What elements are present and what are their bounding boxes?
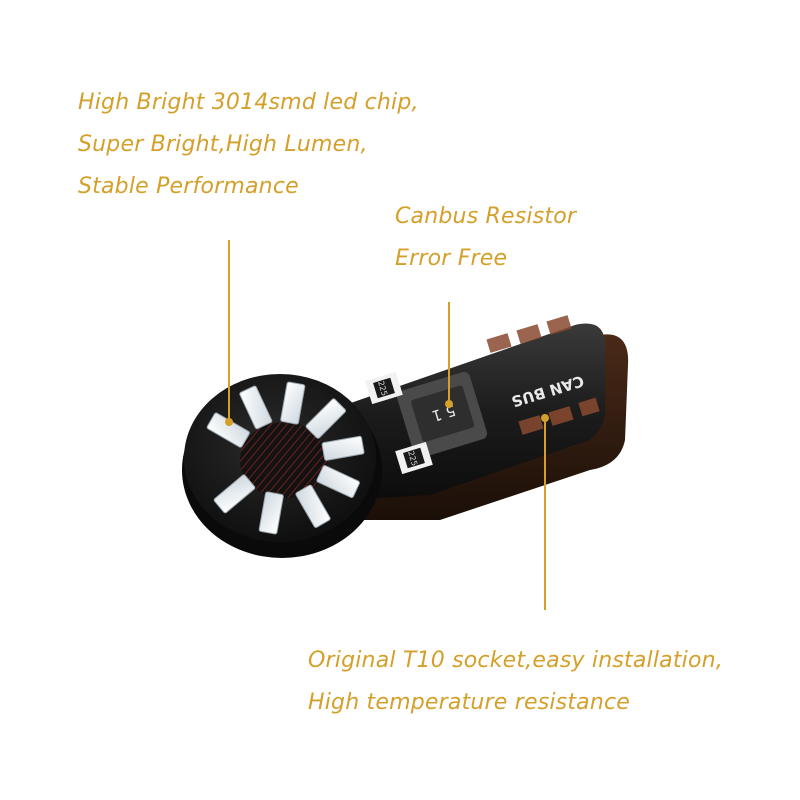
canbus-leader-dot xyxy=(445,400,453,408)
led-chip-leader-dot xyxy=(225,418,233,426)
canbus-caption-line-2: Error Free xyxy=(395,246,508,271)
led-chip xyxy=(280,381,306,425)
small-resistor-a: 225 xyxy=(365,371,403,405)
socket-stem: CAN BUS xyxy=(340,315,629,520)
canbus-resistor: 5 1 xyxy=(396,371,488,459)
led-chip xyxy=(258,491,284,535)
canbus-caption-line-1: Canbus Resistor xyxy=(395,204,577,229)
led-chip-caption-line-3: Stable Performance xyxy=(78,174,299,199)
led-chip-caption-line-2: Super Bright,High Lumen, xyxy=(78,132,368,157)
led-chip xyxy=(321,435,365,461)
led-chip-leader-line xyxy=(228,240,230,426)
led-chip xyxy=(213,474,256,514)
led-chip xyxy=(295,484,331,528)
small-resistor-b: 225 xyxy=(395,441,433,475)
led-chip xyxy=(316,465,360,499)
socket-caption-line-1: Original T10 socket,easy installation, xyxy=(308,648,723,673)
led-head xyxy=(182,374,382,558)
socket-leader-dot xyxy=(541,414,549,422)
led-chip xyxy=(305,398,347,439)
led-chip xyxy=(239,385,273,430)
socket-leader-line xyxy=(544,420,546,610)
led-chip-caption-line-1: High Bright 3014smd led chip, xyxy=(78,90,419,115)
small-resistor-b-code: 225 xyxy=(406,450,419,467)
canbus-leader-line xyxy=(448,302,450,406)
socket-caption-line-2: High temperature resistance xyxy=(308,690,631,715)
small-resistor-a-code: 225 xyxy=(376,380,389,397)
